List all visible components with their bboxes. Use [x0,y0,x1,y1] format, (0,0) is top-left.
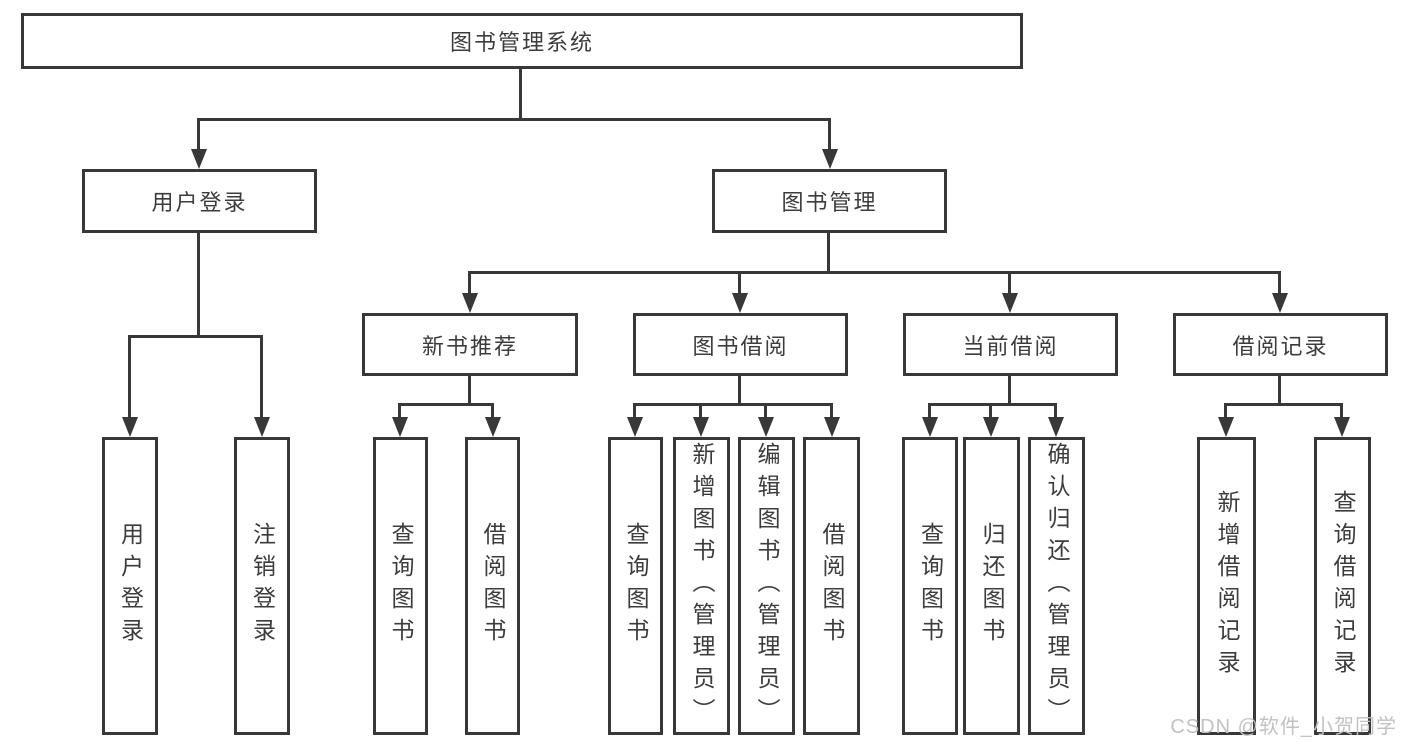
leaf-add-books-admin: 新增图书（管理员） [673,437,730,735]
connector-line [1224,403,1343,406]
node-book-borrowing: 图书借阅 [633,313,848,376]
connector-line [128,335,263,338]
connector-line [468,271,1281,274]
node-label: 图书借阅 [692,333,789,359]
connector-line [1278,376,1281,403]
leaf-borrow-books-recommend: 借阅图书 [465,437,520,735]
node-label: 编辑图书（管理员） [754,442,780,730]
arrowhead-down-icon [392,417,408,437]
connector-line [828,118,831,155]
node-user-login: 用户登录 [82,169,317,233]
node-label: 借阅图书 [480,522,506,650]
arrowhead-down-icon [122,417,138,437]
connector-line [928,403,931,423]
connector-line [989,403,992,423]
connector-line [827,233,830,271]
leaf-logout: 注销登录 [234,437,290,735]
arrowhead-down-icon [1218,417,1234,437]
leaf-query-borrow-record: 查询借阅记录 [1314,437,1371,735]
connector-line [633,403,636,423]
csdn-watermark: CSDN @软件_小贺同学 [1170,716,1397,738]
arrowhead-down-icon [983,417,999,437]
arrowhead-down-icon [1272,293,1288,313]
arrowhead-down-icon [922,417,938,437]
connector-line [128,335,131,423]
connector-line [1008,271,1011,299]
connector-line [519,69,522,118]
leaf-user-login: 用户登录 [102,437,158,735]
arrowhead-down-icon [693,417,709,437]
node-label: 确认归还（管理员） [1044,442,1070,730]
node-label: 当前借阅 [962,333,1059,359]
node-label: 注销登录 [249,522,276,650]
arrowhead-down-icon [1334,417,1350,437]
connector-line [738,271,741,299]
connector-line [197,233,200,335]
arrowhead-down-icon [191,149,207,169]
arrowhead-down-icon [1002,293,1018,313]
leaf-add-borrow-record: 新增借阅记录 [1197,437,1256,735]
connector-line [491,403,494,423]
connector-line [928,403,1057,406]
node-current-borrowing: 当前借阅 [903,313,1118,376]
connector-line [738,376,741,403]
leaf-query-books-borrowing: 查询图书 [608,437,663,735]
node-label: 查询借阅记录 [1330,490,1356,682]
arrowhead-down-icon [627,417,643,437]
node-label: 用户登录 [151,190,248,215]
connector-line [197,118,831,121]
node-label: 新增图书（管理员） [689,442,715,730]
node-label: 查询图书 [388,522,414,650]
node-label: 新书推荐 [421,333,518,359]
connector-line [633,403,833,406]
connector-line [398,403,401,423]
node-label: 用户登录 [117,522,144,650]
arrowhead-down-icon [824,417,840,437]
connector-line [260,335,263,423]
node-label: 借阅图书 [819,522,845,650]
leaf-query-books-current: 查询图书 [902,437,958,735]
connector-line [1054,403,1057,423]
connector-line [699,403,702,423]
connector-line [1224,403,1227,423]
leaf-return-books: 归还图书 [963,437,1020,735]
leaf-confirm-return-admin: 确认归还（管理员） [1028,437,1085,735]
leaf-borrow-books: 借阅图书 [803,437,860,735]
connector-line [1340,403,1343,423]
connector-line [1008,376,1011,403]
arrowhead-down-icon [485,417,501,437]
node-label: 借阅记录 [1232,333,1329,359]
arrowhead-down-icon [732,293,748,313]
leaf-query-books-recommend: 查询图书 [373,437,428,735]
arrowhead-down-icon [254,417,270,437]
node-label: 图书管理 [781,190,878,215]
leaf-edit-books-admin: 编辑图书（管理员） [738,437,795,735]
connector-line [1278,271,1281,299]
connector-line [468,271,471,299]
node-library-system: 图书管理系统 [21,13,1023,69]
connector-line [764,403,767,423]
arrowhead-down-icon [822,149,838,169]
node-borrowing-records: 借阅记录 [1173,313,1388,376]
node-label: 新增借阅记录 [1214,490,1240,682]
connector-line [830,403,833,423]
arrowhead-down-icon [758,417,774,437]
node-label: 查询图书 [623,522,649,650]
node-new-book-recommend: 新书推荐 [362,313,578,376]
node-book-management: 图书管理 [712,169,947,233]
arrowhead-down-icon [1048,417,1064,437]
node-label: 图书管理系统 [449,30,594,55]
connector-line [468,376,471,403]
node-label: 查询图书 [917,522,944,650]
connector-line [197,118,200,155]
connector-line [398,403,494,406]
node-label: 归还图书 [979,522,1005,650]
arrowhead-down-icon [462,293,478,313]
